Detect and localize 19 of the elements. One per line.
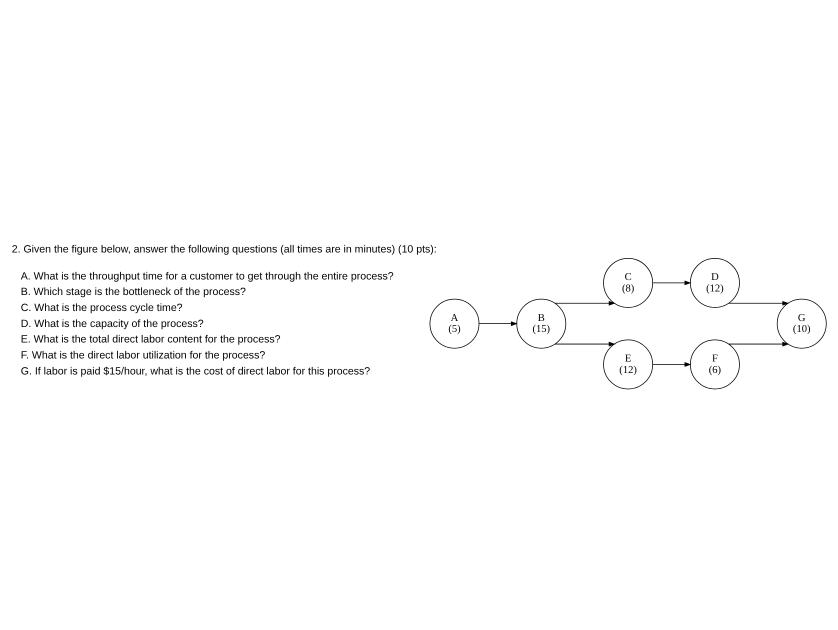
label: B. Which stage is the bottleneck of the process? (20, 286, 246, 298)
label: F. What is the direct labor utilization for the process? (20, 350, 266, 362)
label: A. What is the throughput time for a customer to get through the entire process? (20, 270, 394, 282)
arrow (728, 300, 790, 306)
label: G. If labor is paid $15/hour, what is the cost of direct labor for this process? (20, 365, 370, 378)
arrow (478, 321, 518, 326)
arrow (652, 280, 692, 286)
arrow (554, 300, 616, 306)
label: C. What is the process cycle time? (20, 302, 183, 314)
label: E. What is the total direct labor content for the process? (20, 334, 280, 346)
node-circle: A (5) (430, 298, 480, 349)
label: D. What is the capacity of the process? (20, 318, 204, 330)
arrow (728, 342, 790, 346)
node-circle: F (6) (690, 340, 740, 390)
node-circle: D (12) (690, 258, 740, 308)
diagram-title: 2. Given the figure below, answer the following questions (all times are in minutes) (10 pts): (12, 243, 437, 256)
arrow (554, 342, 616, 346)
node-circle: B (15) (516, 298, 566, 349)
arrow (652, 362, 692, 367)
